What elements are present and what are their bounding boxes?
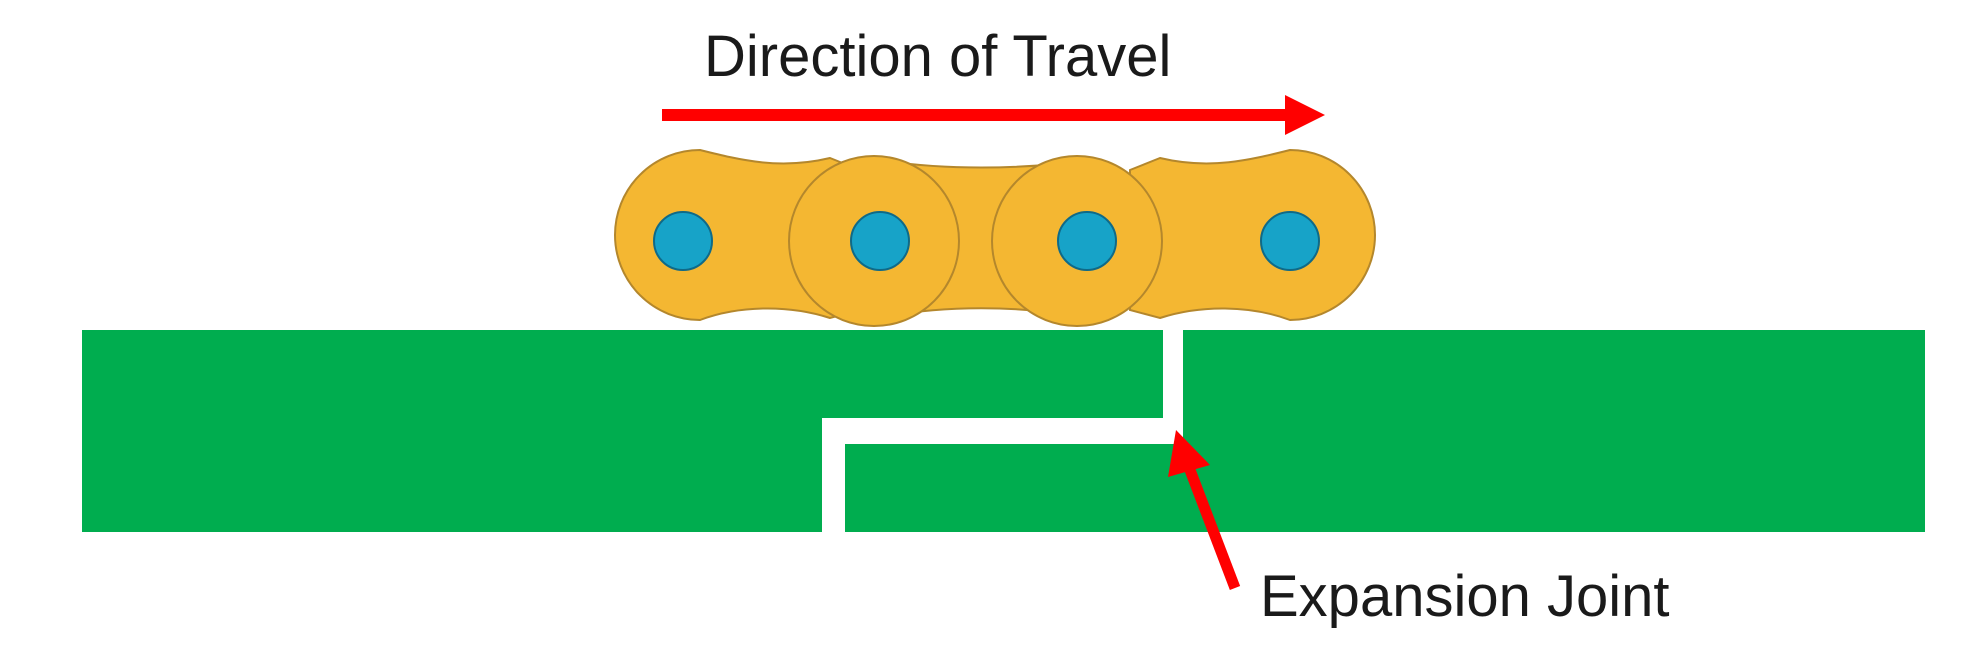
track-left-slab bbox=[82, 330, 1163, 532]
chain bbox=[614, 148, 1376, 327]
joint-pointer-shaft bbox=[1184, 468, 1241, 590]
direction-arrow-shaft bbox=[662, 109, 1292, 121]
chain-pin-2 bbox=[850, 211, 910, 271]
track bbox=[82, 330, 1925, 532]
direction-label: Direction of Travel bbox=[704, 24, 1172, 89]
track-right-slab bbox=[845, 330, 1925, 532]
expansion-joint-label: Expansion Joint bbox=[1260, 564, 1670, 629]
chain-pin-1 bbox=[653, 211, 713, 271]
chain-pin-4 bbox=[1260, 211, 1320, 271]
joint-pointer-head bbox=[1168, 430, 1210, 477]
joint-pointer-arrow bbox=[1168, 430, 1241, 590]
chain-pin-3 bbox=[1057, 211, 1117, 271]
chain-outer-link-right bbox=[1129, 148, 1376, 322]
direction-arrow-head bbox=[1285, 95, 1325, 135]
direction-arrow bbox=[662, 95, 1325, 135]
